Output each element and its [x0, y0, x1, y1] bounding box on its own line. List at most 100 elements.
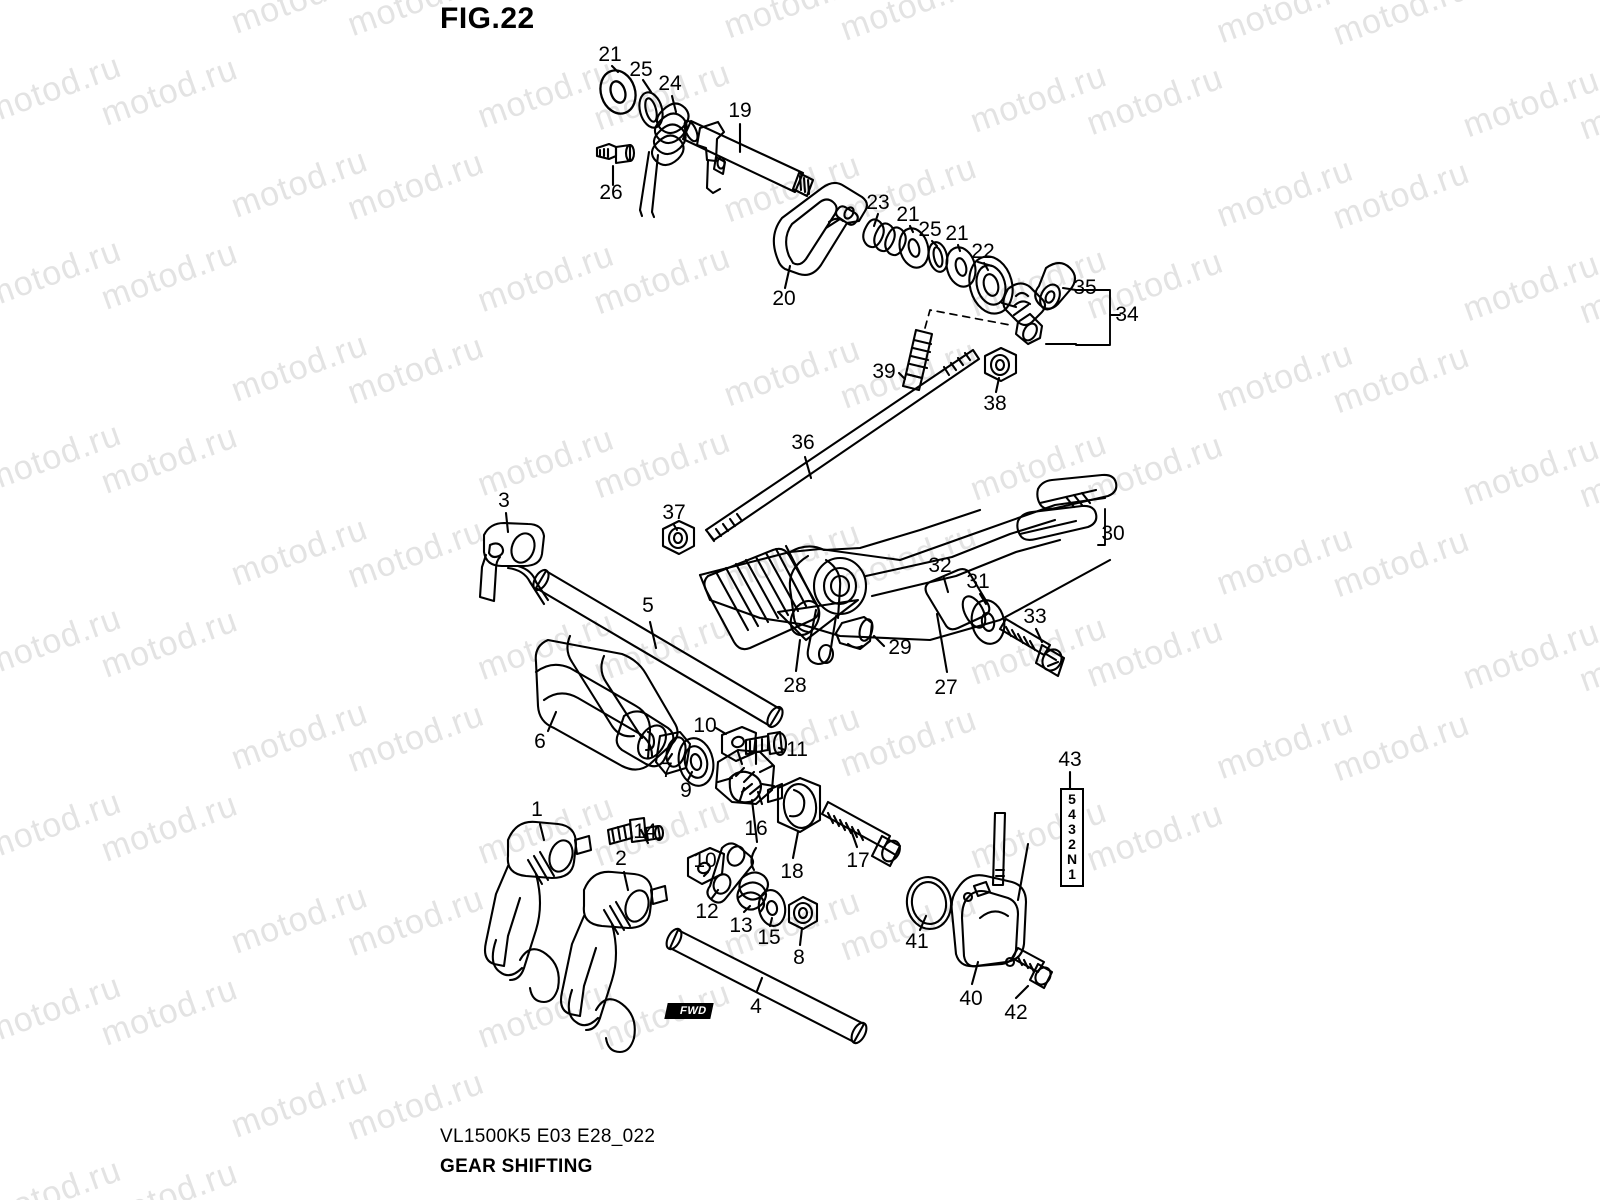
part-34-rod-joint-assembly [1002, 282, 1047, 346]
bracket-34 [1075, 289, 1121, 346]
leader-10b [702, 870, 710, 878]
callout-25: 25 [629, 58, 653, 81]
part-19-gearshift-shaft [681, 119, 815, 198]
part-16-shift-cam-driven [714, 748, 776, 806]
leader-18 [791, 830, 800, 860]
callout-4: 4 [750, 995, 762, 1018]
leader-6 [546, 710, 558, 733]
part-30-pedal-pad [1016, 473, 1118, 541]
leader-14 [639, 828, 650, 845]
part-18-cam-stopper [766, 776, 822, 834]
part-17-long-bolt [820, 800, 902, 868]
part-29-pivot-bolt [834, 615, 874, 651]
leader-1 [538, 822, 546, 842]
leader-5 [648, 620, 658, 650]
leader-8 [798, 926, 804, 947]
leader-38 [994, 376, 1001, 394]
callout-21: 21 [598, 43, 622, 66]
callout-16: 16 [744, 817, 768, 840]
part-9-bearing [677, 737, 715, 787]
callout-39: 39 [872, 360, 896, 383]
leader-4 [755, 976, 764, 993]
leader-9 [686, 770, 694, 782]
leader-7 [666, 752, 674, 762]
leader-37 [672, 523, 679, 532]
callout-24: 24 [658, 72, 682, 95]
leader-28 [794, 638, 802, 673]
leader-20 [783, 264, 792, 290]
callout-17: 17 [846, 849, 870, 872]
leader-21-top [610, 64, 620, 74]
leader-27 [935, 612, 949, 674]
part-36-shift-rod [704, 348, 981, 543]
callout-6: 6 [534, 730, 546, 753]
leader-32 [942, 576, 950, 594]
leader-35 [1061, 286, 1078, 292]
leader-40 [970, 960, 980, 986]
leader-21c [956, 243, 962, 253]
part-5-fork-shaft [532, 568, 784, 729]
leader-2 [622, 870, 630, 892]
callout-12: 12 [695, 900, 719, 923]
callout-42: 42 [1004, 1001, 1028, 1024]
callout-36: 36 [791, 431, 815, 454]
part-40-gear-position-switch [950, 811, 1030, 968]
callout-41: 41 [905, 930, 929, 953]
part-33-flange-bolt [998, 617, 1066, 678]
leader-39 [897, 371, 907, 381]
leader-42 [1014, 984, 1030, 1000]
leader-33 [1034, 627, 1044, 644]
callout-14: 14 [633, 820, 657, 843]
leader-16 [750, 798, 759, 844]
part-2-shift-fork [559, 870, 669, 1054]
leader-15 [768, 916, 774, 928]
callout-10: 10 [693, 714, 717, 737]
callout-5: 5 [642, 594, 654, 617]
callout-21c: 21 [945, 222, 969, 245]
gear-position-char: 1 [1068, 866, 1076, 882]
callout-40: 40 [959, 987, 983, 1010]
callout-10b: 10 [693, 849, 717, 872]
part-39-bolt [901, 328, 934, 392]
leader-30 [1097, 508, 1106, 546]
part-35-joint-cap [1034, 261, 1077, 311]
leader-24 [670, 94, 678, 114]
gear-position-char: 2 [1068, 836, 1076, 852]
callout-8: 8 [793, 946, 805, 969]
leader-29 [872, 634, 886, 648]
leader-25-top [641, 78, 653, 94]
leader-12 [710, 888, 720, 900]
callout-21b: 21 [896, 203, 920, 226]
part-42-screw [1010, 946, 1054, 990]
leader-22 [982, 261, 990, 272]
gear-position-char: 3 [1068, 821, 1076, 837]
callout-15: 15 [757, 926, 781, 949]
leader-11 [777, 746, 787, 752]
part-28-footpeg-rubber [703, 544, 821, 651]
leader-21b [908, 224, 915, 234]
leader-3 [504, 511, 510, 534]
part-1-shift-fork [483, 820, 593, 1004]
caption-model-code: VL1500K5 E03 E28_022 [440, 1126, 656, 1147]
callout-9: 9 [680, 779, 692, 802]
leader-25b [930, 239, 939, 248]
gear-position-char: 4 [1068, 806, 1076, 822]
part-37-nut [661, 519, 696, 556]
part-38-nut [983, 346, 1018, 383]
callout-32: 32 [928, 554, 952, 577]
callout-31: 31 [966, 570, 990, 593]
callout-26: 26 [599, 181, 623, 204]
callout-25b: 25 [918, 218, 942, 241]
part-24-spring [638, 102, 690, 219]
callout-37: 37 [662, 501, 686, 524]
gear-position-char: 5 [1068, 791, 1076, 807]
callout-2: 2 [615, 847, 627, 870]
part-26-pin [595, 142, 636, 165]
part-27-gearshift-lever [698, 496, 1112, 666]
leader-17 [849, 828, 859, 849]
callout-35: 35 [1073, 276, 1097, 299]
leader-41 [918, 914, 928, 932]
callout-7: 7 [661, 759, 673, 782]
callout-18: 18 [780, 860, 804, 883]
